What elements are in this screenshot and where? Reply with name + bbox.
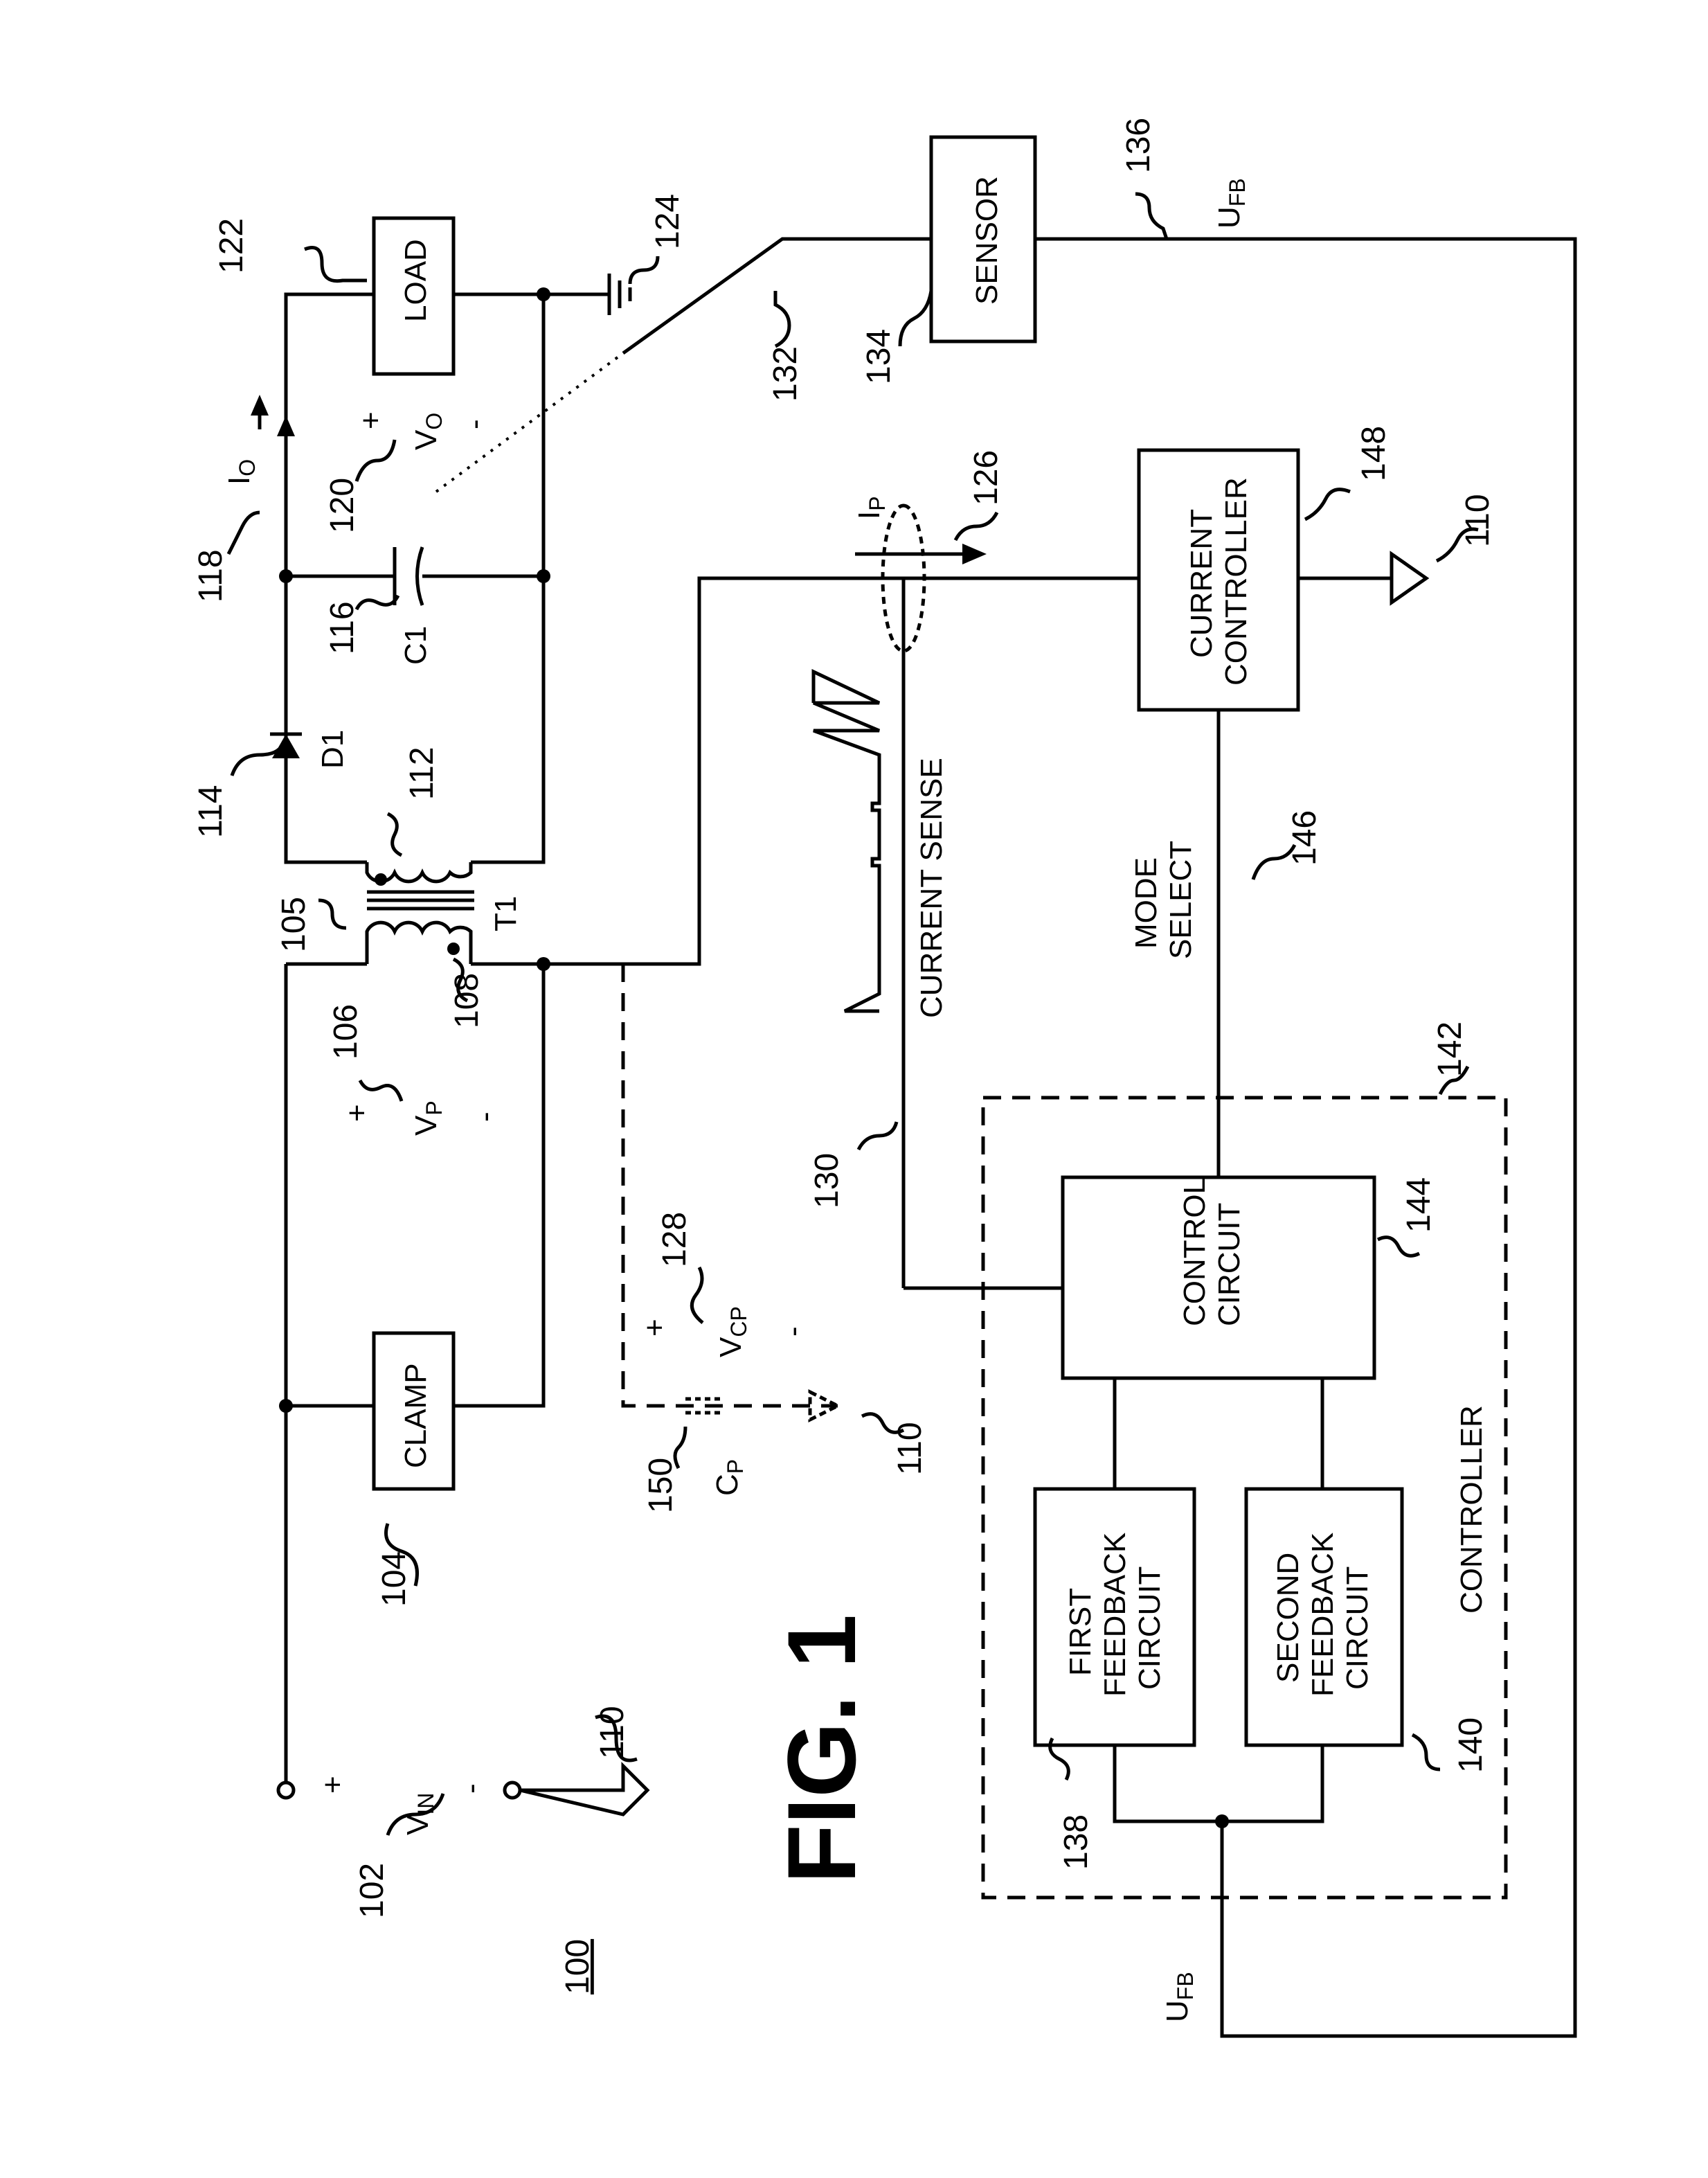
leader-112 — [388, 814, 402, 855]
ref-110-cc: 110 — [1459, 494, 1496, 547]
t1-label: T1 — [489, 896, 523, 931]
vp-label: VP — [409, 1100, 447, 1136]
ref-128: 128 — [656, 1212, 693, 1267]
vcp-label: VCP — [714, 1306, 751, 1357]
ref-138: 138 — [1058, 1814, 1095, 1870]
leader-130 — [859, 1122, 897, 1150]
input-terminals — [278, 964, 647, 1814]
vcp-plus: + — [638, 1319, 672, 1337]
current-controller-line2: CONTROLLER — [1219, 477, 1253, 686]
ref-132: 132 — [767, 346, 804, 402]
second-feedback-line3: CIRCUIT — [1340, 1566, 1374, 1690]
control-circuit-line2: CIRCUIT — [1212, 1203, 1246, 1326]
leader-150 — [675, 1427, 685, 1468]
ref-102: 102 — [354, 1863, 390, 1918]
leader-105 — [318, 900, 346, 928]
mode-select-line1: MODE — [1129, 857, 1163, 949]
leader-148 — [1305, 490, 1350, 519]
mode-select-line2: SELECT — [1164, 841, 1198, 959]
leader-136 — [1135, 194, 1167, 239]
leader-122 — [305, 248, 367, 281]
leader-134 — [900, 291, 931, 346]
vin-plus: + — [316, 1776, 350, 1794]
ref-116: 116 — [324, 601, 361, 654]
ref-105: 105 — [276, 897, 312, 952]
ref-112: 112 — [404, 747, 440, 800]
d1-label: D1 — [316, 730, 350, 769]
ref-150: 150 — [642, 1458, 679, 1513]
vp-minus: - — [468, 1112, 502, 1122]
vin-minus: - — [454, 1783, 488, 1794]
ref-130: 130 — [809, 1153, 845, 1208]
cp-label: CP — [710, 1459, 748, 1496]
ref-110-cp: 110 — [892, 1422, 928, 1475]
leader-144 — [1378, 1238, 1419, 1256]
ref-104: 104 — [376, 1551, 413, 1607]
figure-ref-100: 100 — [559, 1939, 596, 1994]
io-label: IO — [222, 459, 260, 485]
transformer-t1 — [367, 862, 474, 964]
first-feedback-line2: FEEDBACK — [1098, 1533, 1132, 1697]
second-feedback-line1: SECOND — [1271, 1553, 1305, 1683]
vcp-minus: - — [776, 1326, 810, 1337]
current-sense-waveform — [813, 672, 879, 1011]
secondary-return-rail — [453, 294, 543, 862]
ref-106: 106 — [327, 1004, 364, 1060]
ref-142: 142 — [1432, 1021, 1468, 1077]
vo-minus: - — [458, 419, 492, 429]
leader-124 — [630, 256, 658, 284]
control-circuit-line1: CONTROL — [1178, 1177, 1212, 1326]
leader-120 — [357, 440, 395, 481]
first-feedback-line1: FIRST — [1063, 1588, 1097, 1676]
ref-140: 140 — [1453, 1717, 1489, 1773]
ref-110-input: 110 — [594, 1706, 631, 1759]
first-feedback-line3: CIRCUIT — [1133, 1566, 1167, 1690]
clamp-label: CLAMP — [399, 1363, 433, 1468]
leader-140 — [1412, 1735, 1440, 1769]
ref-134: 134 — [861, 329, 897, 384]
ref-122: 122 — [213, 218, 250, 274]
ref-136: 136 — [1120, 118, 1157, 173]
ip-label: IP — [852, 496, 890, 519]
leader-116 — [357, 596, 398, 609]
diode-d1 — [270, 734, 302, 758]
ref-120: 120 — [324, 478, 361, 533]
controller-label: CONTROLLER — [1455, 1405, 1489, 1614]
ref-124: 124 — [649, 194, 686, 249]
ref-148: 148 — [1356, 426, 1392, 481]
leader-106 — [360, 1080, 402, 1101]
ref-114: 114 — [192, 785, 229, 838]
c1-label: C1 — [399, 626, 433, 665]
figure-title: FIG. 1 — [767, 1614, 876, 1884]
ref-144: 144 — [1401, 1177, 1437, 1233]
ref-146: 146 — [1286, 810, 1323, 866]
current-controller-line1: CURRENT — [1185, 509, 1219, 658]
leader-132 — [775, 291, 789, 346]
second-feedback-line2: FEEDBACK — [1306, 1533, 1340, 1697]
current-controller-block — [1139, 450, 1298, 710]
secondary-positive-rail — [286, 294, 374, 862]
ref-118: 118 — [192, 549, 229, 602]
sensor-label: SENSOR — [970, 176, 1004, 305]
vp-plus: + — [340, 1104, 374, 1122]
leader-126 — [955, 512, 997, 540]
leader-118 — [228, 512, 260, 554]
leader-128 — [692, 1267, 703, 1323]
vo-plus: + — [354, 411, 388, 429]
vo-label: VO — [409, 413, 447, 450]
ufb-bottom-label: UFB — [1160, 1972, 1198, 2022]
current-sense-label: CURRENT SENSE — [915, 758, 949, 1018]
ref-126: 126 — [968, 450, 1005, 506]
switch-path — [543, 578, 1139, 964]
load-label: LOAD — [399, 239, 433, 322]
ufb-top-label: UFB — [1212, 178, 1250, 229]
